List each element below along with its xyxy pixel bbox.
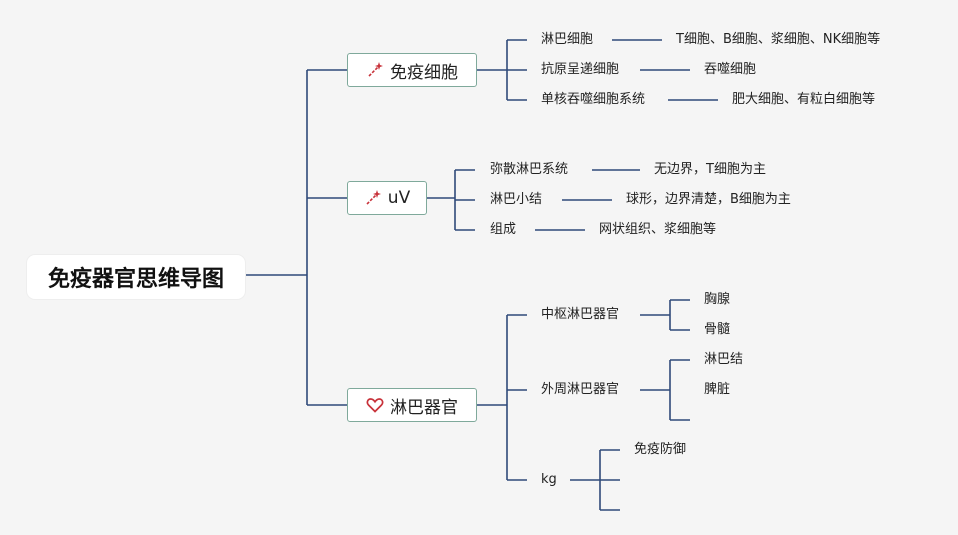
topic-lymphoid-organs[interactable]: 淋巴器官: [347, 388, 477, 422]
subtopic-composition[interactable]: 组成: [490, 222, 517, 237]
sparkle-wand-icon: [364, 189, 382, 207]
leaf-lymph-node[interactable]: 淋巴结: [704, 352, 744, 367]
root-node[interactable]: 免疫器官思维导图: [27, 255, 245, 299]
topic-label: 免疫细胞: [390, 62, 458, 83]
leaf-thymus[interactable]: 胸腺: [704, 292, 731, 307]
detail-lymphocytes[interactable]: T细胞、B细胞、浆细胞、NK细胞等: [676, 32, 881, 47]
topic-label: 淋巴器官: [390, 397, 458, 418]
subtopic-apc[interactable]: 抗原呈递细胞: [541, 62, 620, 77]
subtopic-diffuse-lymphoid[interactable]: 弥散淋巴系统: [490, 162, 569, 177]
subtopic-kg[interactable]: kg: [541, 472, 557, 487]
heart-icon: [366, 396, 384, 414]
detail-mononuclear-phagocyte[interactable]: 肥大细胞、有粒白细胞等: [732, 92, 876, 107]
sparkle-wand-icon: [366, 61, 384, 79]
leaf-bone-marrow[interactable]: 骨髓: [704, 322, 731, 337]
subtopic-central-lymphoid[interactable]: 中枢淋巴器官: [541, 307, 620, 322]
subtopic-mononuclear-phagocyte[interactable]: 单核吞噬细胞系统: [541, 92, 646, 107]
topic-label: uV: [387, 188, 411, 208]
root-label: 免疫器官思维导图: [47, 267, 224, 292]
detail-lymph-nodule[interactable]: 球形，边界清楚，B细胞为主: [626, 192, 791, 207]
detail-composition[interactable]: 网状组织、浆细胞等: [599, 222, 717, 237]
subtopic-peripheral-lymphoid[interactable]: 外周淋巴器官: [541, 382, 620, 397]
detail-apc[interactable]: 吞噬细胞: [704, 62, 757, 77]
subtopic-lymph-nodule[interactable]: 淋巴小结: [490, 192, 543, 207]
topic-immune-cells[interactable]: 免疫细胞: [347, 53, 477, 87]
leaf-immune-defense[interactable]: 免疫防御: [634, 442, 687, 457]
topic-uv[interactable]: uV: [347, 181, 427, 215]
detail-diffuse-lymphoid[interactable]: 无边界，T细胞为主: [654, 162, 766, 177]
subtopic-lymphocytes[interactable]: 淋巴细胞: [541, 32, 594, 47]
leaf-spleen[interactable]: 脾脏: [704, 382, 731, 397]
